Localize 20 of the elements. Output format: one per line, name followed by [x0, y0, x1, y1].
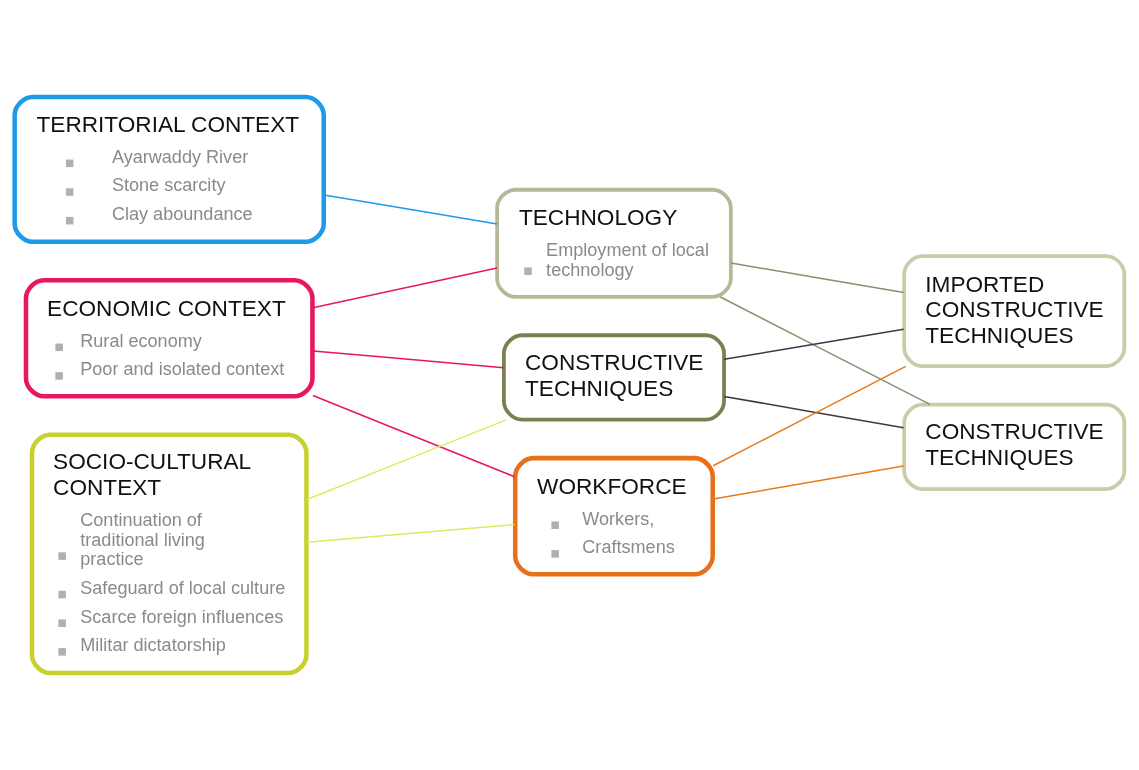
connector [712, 465, 905, 500]
connector [712, 365, 907, 467]
node-box: CONSTRUCTIVE TECHNIQUES [902, 402, 1127, 491]
connector [719, 296, 931, 406]
node-box: IMPORTED CONSTRUCTIVE TECHNIQUES [902, 254, 1127, 369]
node-box: ECONOMIC CONTEXT Rural economy Poor and isolated context [23, 277, 315, 399]
node-box: WORKFORCE Workers, Craftsmens [512, 455, 715, 577]
node-box: TECHNOLOGY Employment of local technology [495, 187, 733, 299]
connector [306, 419, 507, 501]
node-box: CONSTRUCTIVE TECHNIQUES [502, 333, 726, 422]
connector [323, 194, 498, 225]
connector [312, 350, 505, 369]
node-box: SOCIO-CULTURAL CONTEXT Continuation of traditional living practice Safeguard of local culture Scarce foreign influences Militar dictatorship [29, 432, 309, 676]
connector [312, 394, 516, 478]
connector [723, 395, 905, 429]
node-box: TERRITORIAL CONTEXT Ayarwaddy River Stone scarcity Clay aboundance [12, 94, 326, 245]
connector [723, 328, 905, 361]
connector [306, 523, 516, 543]
connector [312, 267, 498, 309]
connector [730, 262, 905, 294]
